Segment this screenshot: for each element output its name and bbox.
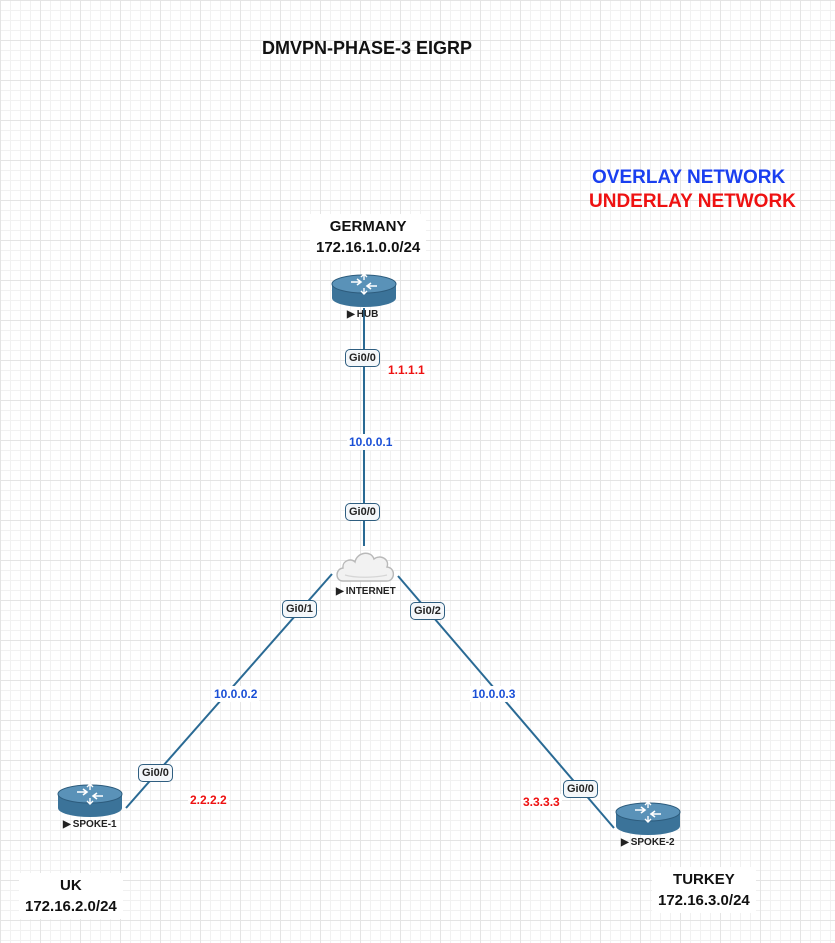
ip-hub-overlay: 10.0.0.1 [347,434,395,450]
port-internet-gi00[interactable]: Gi0/0 [345,503,380,521]
ip-hub-underlay: 1.1.1.1 [386,362,427,378]
site-turkey-subnet: 172.16.3.0/24 [658,892,750,909]
site-uk-subnet: 172.16.2.0/24 [25,898,117,915]
router-icon [331,273,397,307]
port-internet-gi02[interactable]: Gi0/2 [410,602,445,620]
site-germany-name: GERMANY [329,218,407,235]
internet-cloud[interactable] [335,545,397,585]
ip-spoke1-overlay: 10.0.0.2 [212,686,260,702]
spoke1-router[interactable] [57,783,123,818]
legend-underlay: UNDERLAY NETWORK [589,191,796,212]
port-spoke2-gi00[interactable]: Gi0/0 [563,780,598,798]
legend-overlay: OVERLAY NETWORK [592,167,786,188]
router-icon [615,801,681,835]
cloud-icon [336,552,395,582]
spoke2-label: ▶SPOKE-2 [621,837,675,848]
site-germany-subnet: 172.16.1.0.0/24 [316,239,421,256]
diagram-title: DMVPN-PHASE-3 EIGRP [262,38,473,58]
site-germany: GERMANY 172.16.1.0.0/24 [310,214,427,260]
site-uk-name: UK [60,877,82,894]
hub-label: ▶HUB [347,309,379,320]
ip-spoke1-underlay: 2.2.2.2 [188,792,229,808]
ip-spoke2-overlay: 10.0.0.3 [470,686,518,702]
site-uk: UK 172.16.2.0/24 [19,873,123,919]
internet-label: ▶INTERNET [336,586,396,597]
site-turkey: TURKEY 172.16.3.0/24 [652,867,756,913]
spoke1-label: ▶SPOKE-1 [63,819,117,830]
port-internet-gi01[interactable]: Gi0/1 [282,600,317,618]
site-turkey-name: TURKEY [673,871,735,888]
ip-spoke2-underlay: 3.3.3.3 [521,794,562,810]
hub-router[interactable] [331,273,397,308]
port-spoke1-gi00[interactable]: Gi0/0 [138,764,173,782]
spoke2-router[interactable] [615,801,681,836]
port-hub-gi00[interactable]: Gi0/0 [345,349,380,367]
router-icon [57,783,123,817]
